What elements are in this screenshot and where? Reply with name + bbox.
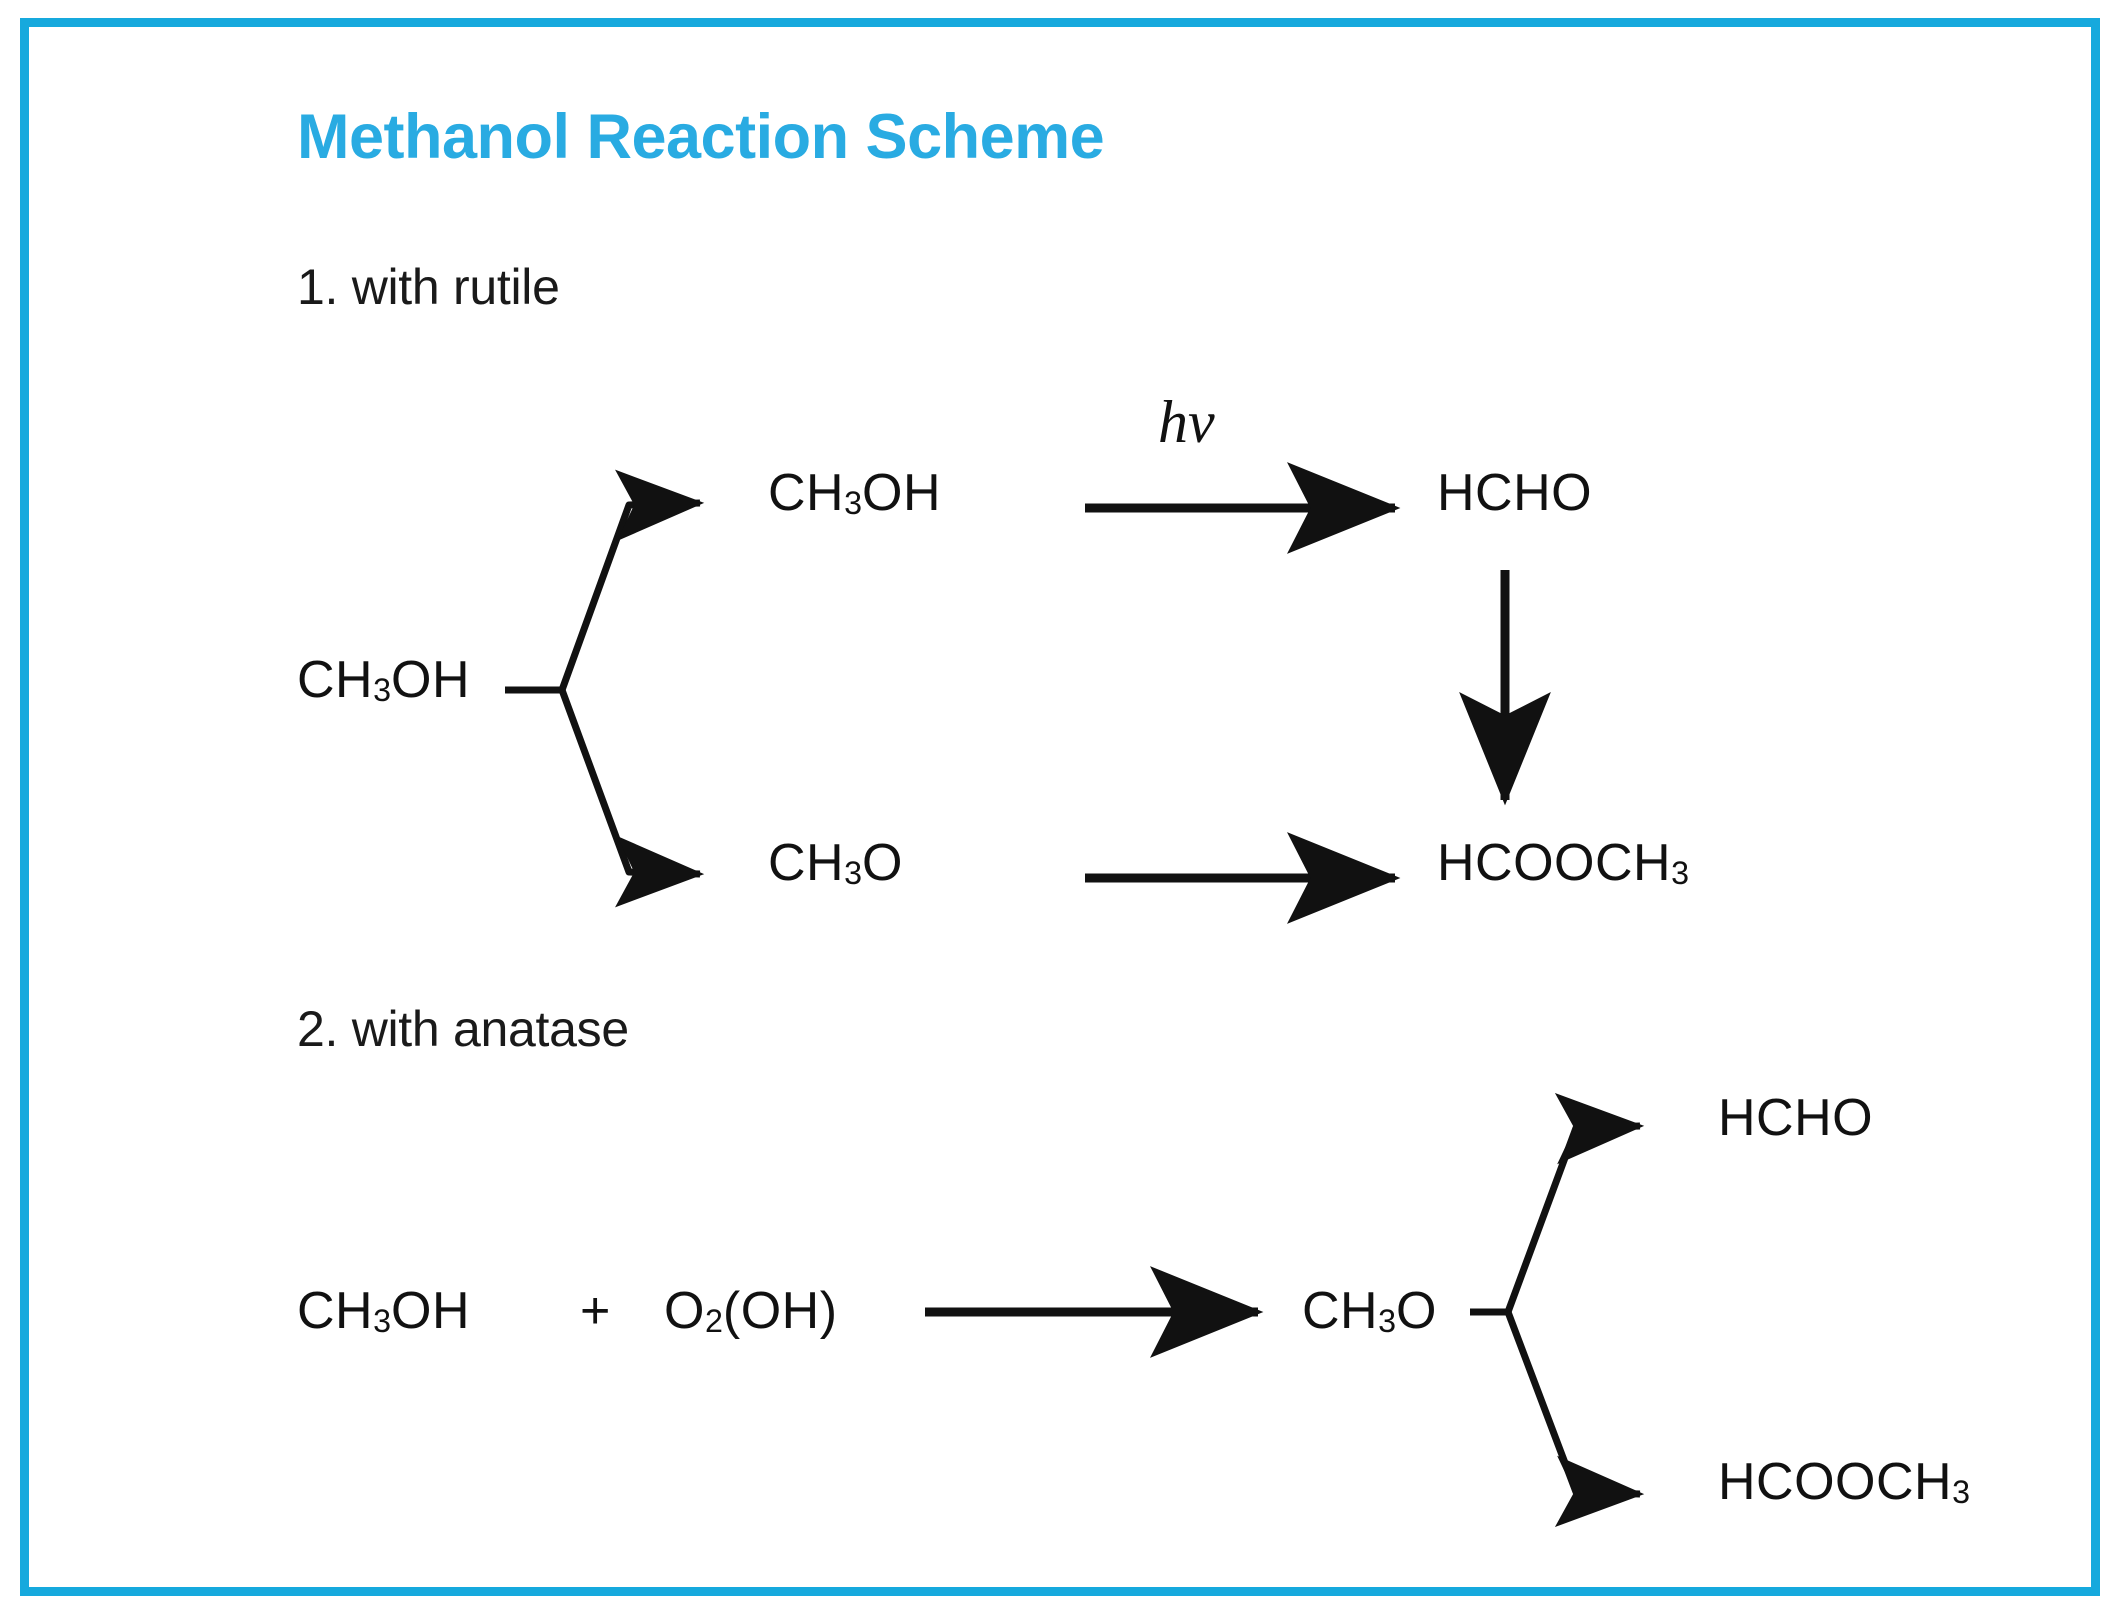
species-tail: O: [1396, 1282, 1437, 1340]
scheme-1-source-species: CH3OH: [297, 650, 470, 710]
species-subscript: 2: [704, 1303, 723, 1340]
species-main: CH: [1302, 1282, 1379, 1340]
species-subscript: 3: [373, 1303, 392, 1340]
scheme-1-branch-top-species: CH3OH: [768, 463, 941, 523]
scheme-2-reactant-a-species: CH3OH: [297, 1281, 470, 1341]
scheme-1-product-top-species: HCHO: [1437, 463, 1592, 523]
plus-operator: +: [580, 1282, 611, 1340]
species-subscript: 3: [844, 485, 863, 522]
scheme-2-product-bottom-species: HCOOCH3: [1718, 1452, 1970, 1512]
species-tail: (OH): [722, 1282, 838, 1340]
species-tail: OH: [862, 464, 942, 522]
species-main: HCOOCH: [1718, 1453, 1953, 1511]
scheme-1-branch-bottom-species: CH3O: [768, 833, 903, 893]
page-title: Methanol Reaction Scheme: [297, 102, 1105, 172]
species-subscript: 3: [844, 855, 863, 892]
species-main: O: [664, 1282, 705, 1340]
species-subscript: 3: [1378, 1303, 1397, 1340]
species-subscript: 3: [1952, 1474, 1971, 1511]
scheme-1-product-bottom-species: HCOOCH3: [1437, 833, 1689, 893]
scheme-1-heading: 1. with rutile: [297, 259, 560, 315]
species-main: CH: [297, 651, 374, 709]
species-subscript: 3: [1671, 855, 1690, 892]
species-main: HCHO: [1437, 464, 1593, 522]
species-main: HCOOCH: [1437, 834, 1672, 892]
species-tail: OH: [391, 651, 471, 709]
scheme-2-product-top-species: HCHO: [1718, 1088, 1873, 1148]
figure-frame: [20, 18, 2100, 1596]
scheme-2-heading: 2. with anatase: [297, 1001, 629, 1057]
photolysis-label: hv: [1158, 389, 1215, 455]
species-main: CH: [768, 834, 845, 892]
species-tail: OH: [391, 1282, 471, 1340]
species-main: CH: [768, 464, 845, 522]
scheme-2-reactant-b-species: O2(OH): [664, 1281, 838, 1341]
scheme-2-intermediate-species: CH3O: [1302, 1281, 1437, 1341]
species-main: CH: [297, 1282, 374, 1340]
species-subscript: 3: [373, 672, 392, 709]
species-tail: O: [862, 834, 903, 892]
species-main: HCHO: [1718, 1089, 1874, 1147]
